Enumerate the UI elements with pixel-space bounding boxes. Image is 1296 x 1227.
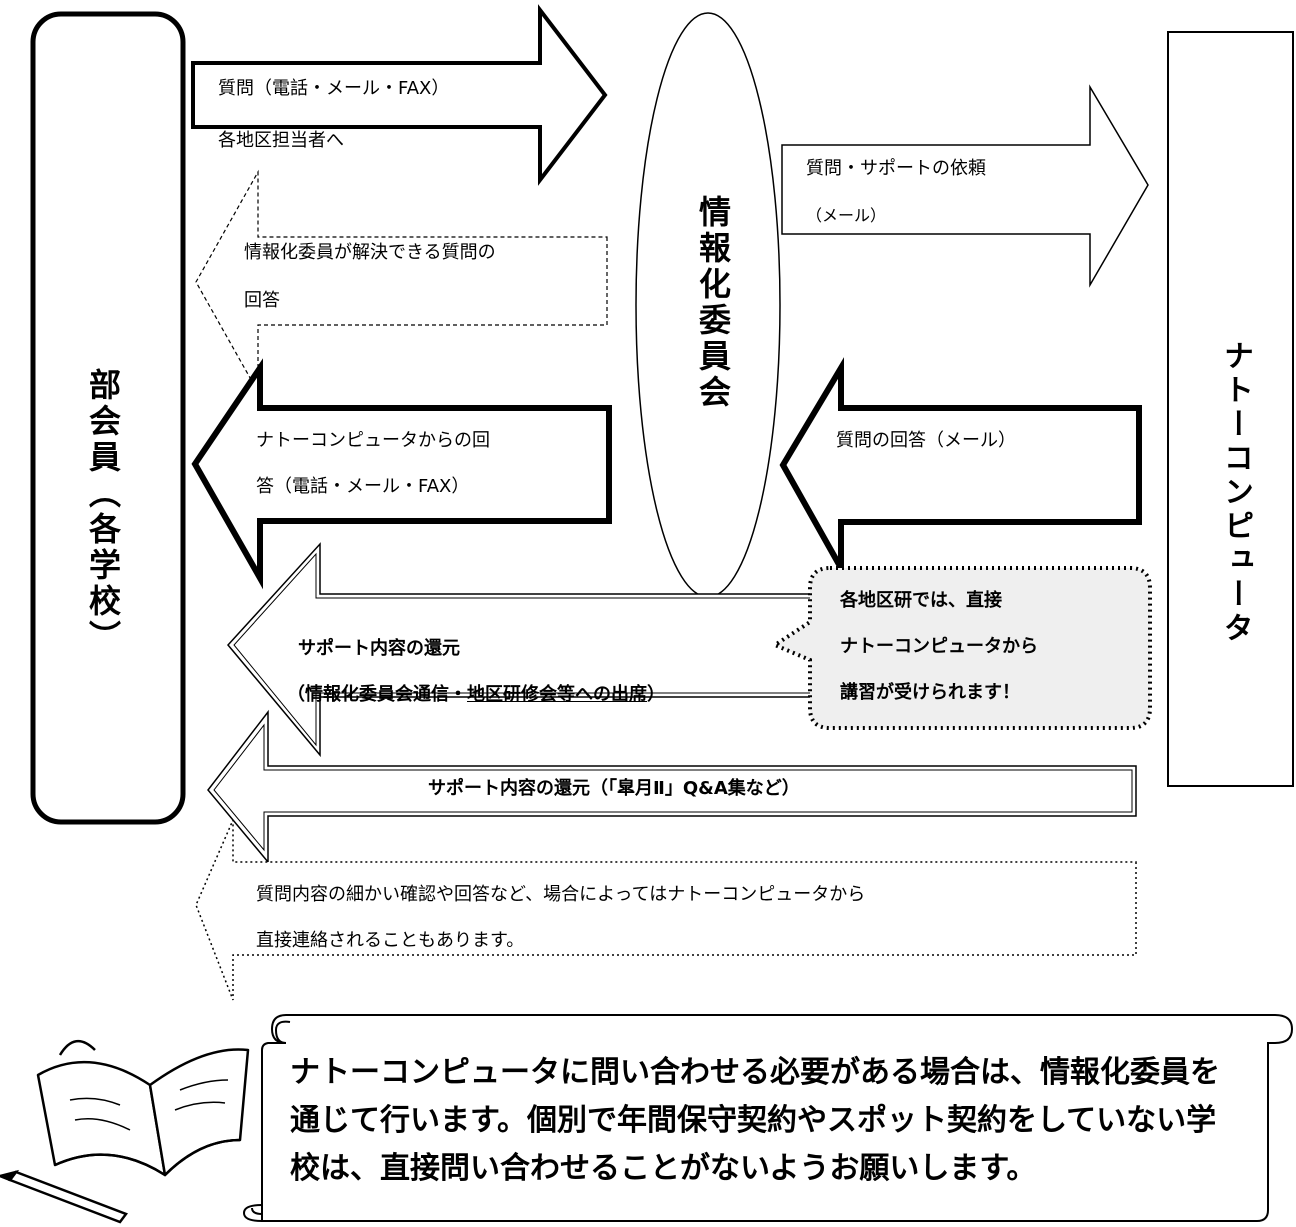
nato-answer-members-arrow [191, 358, 612, 590]
support-request-label-line1: 質問・サポートの依頼 [806, 158, 986, 179]
open-book-icon [36, 1040, 250, 1177]
question-arrow [191, 4, 608, 186]
callout-shape [770, 566, 1152, 730]
committee-answer-label-line1: 情報化委員が解決できる質問の [244, 242, 496, 263]
support-return-1-label-line2: （情報化委員会通信・地区研修会等への出席） [287, 684, 665, 705]
pen-icon [0, 1169, 128, 1224]
callout-line1: 各地区研では、直接 [840, 590, 1002, 611]
nato-answer-members-label-line2: 答（電話・メール・FAX） [256, 476, 470, 497]
support-request-arrow [781, 84, 1149, 288]
scroll-note-line3: 校は、直接問い合わせることがないようお願いします。 [290, 1151, 1037, 1186]
support-return-2-label: サポート内容の還元（「皐月Ⅱ」Q&A集など） [428, 778, 800, 799]
support-request-label-line2: （メール） [806, 206, 887, 225]
scroll-note-line2: 通じて行います。個別で年間保守契約やスポット契約をしていない学 [290, 1103, 1217, 1138]
support-return-2-arrow [207, 709, 1137, 865]
nato-answer-committee-label: 質問の回答（メール） [836, 430, 1016, 451]
direct-contact-label-line1: 質問内容の細かい確認や回答など、場合によってはナトーコンピュータから [256, 884, 866, 905]
direct-contact-label-line2: 直接連絡されることもあります。 [256, 930, 525, 951]
nato-box-label: ナトーコンピュータ [1218, 340, 1253, 646]
members-box-label: 部会員（各学校） [84, 368, 122, 656]
support-return-1-arrow [227, 542, 831, 758]
nato-answer-members-label-line1: ナトーコンピュータからの回 [256, 430, 490, 451]
direct-contact-arrow [195, 819, 1137, 1001]
callout-line2: ナトーコンピュータから [840, 636, 1038, 657]
support-return-1-label-line1: サポート内容の還元 [298, 638, 460, 659]
question-label-line1: 質問（電話・メール・FAX） [218, 78, 450, 99]
question-label-line2: 各地区担当者へ [218, 130, 344, 151]
members-box [30, 11, 186, 825]
committee-label: 情報化委員会 [694, 195, 732, 411]
committee-answer-label-line2: 回答 [244, 290, 280, 311]
committee-answer-arrow [195, 169, 608, 395]
nato-answer-committee-arrow [779, 357, 1142, 580]
callout-line3: 講習が受けられます！ [840, 682, 1020, 703]
nato-box [1167, 31, 1294, 787]
scroll-banner [242, 1014, 1294, 1222]
scroll-note-line1: ナトーコンピュータに問い合わせる必要がある場合は、情報化委員を [290, 1055, 1220, 1090]
